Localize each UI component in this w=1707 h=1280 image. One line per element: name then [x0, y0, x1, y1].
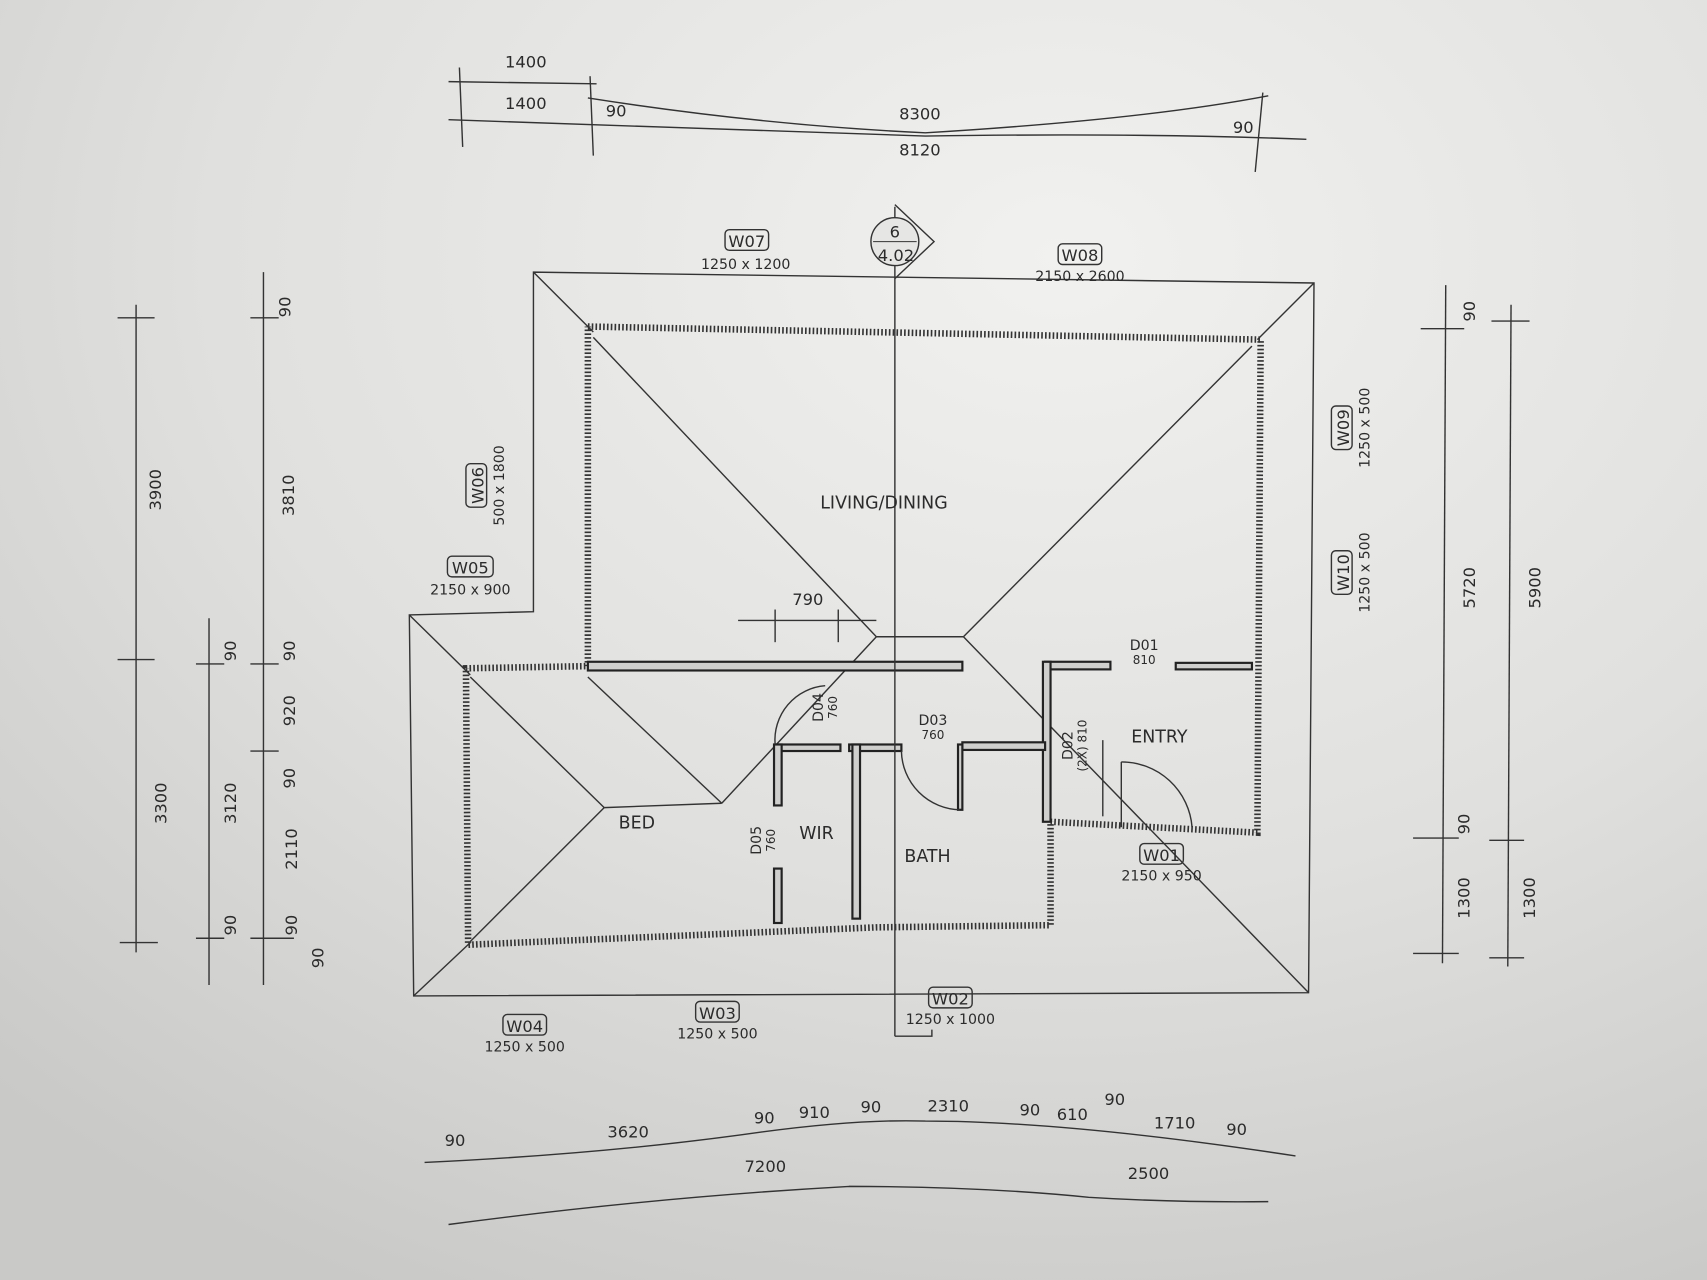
- dimension-label: 790: [792, 590, 823, 609]
- dimension-label: 90: [1019, 1101, 1040, 1120]
- door-size: 760: [764, 829, 778, 852]
- dimension-lines: [117, 67, 1530, 1226]
- svg-text:W02: W02: [932, 990, 969, 1009]
- svg-text:W03: W03: [699, 1004, 736, 1023]
- svg-text:W07: W07: [728, 232, 765, 251]
- svg-text:2150 x 900: 2150 x 900: [430, 582, 510, 598]
- dimension-label: 3300: [152, 783, 171, 825]
- window-tag-w06: W06 500 x 1800: [465, 445, 508, 526]
- svg-text:W08: W08: [1061, 246, 1098, 265]
- dimension-label: 3120: [221, 783, 240, 825]
- external-walls: [462, 323, 1264, 949]
- dimension-label: 1400: [505, 94, 547, 113]
- room-label-living: LIVING/DINING: [820, 493, 947, 513]
- dimension-label: 920: [280, 695, 299, 726]
- dimension-label: 1400: [505, 52, 547, 71]
- dimension-label: 90: [282, 915, 301, 936]
- door-tag: D01: [1130, 638, 1159, 654]
- dimension-label: 90: [1104, 1090, 1125, 1109]
- room-label-entry: ENTRY: [1131, 727, 1188, 747]
- door-tag: D04: [811, 693, 827, 722]
- dimension-label: 5900: [1525, 567, 1544, 609]
- window-tag-w04: W04 1250 x 500: [485, 1013, 565, 1055]
- dimension-label: 90: [221, 915, 240, 936]
- dimension-label: 8300: [899, 105, 941, 124]
- door-tag: D03: [919, 713, 948, 729]
- dimension-label: 90: [445, 1131, 466, 1150]
- room-label-wir: WIR: [799, 824, 833, 844]
- door-size: (2X) 810: [1075, 720, 1089, 772]
- dimension-label: 910: [799, 1103, 830, 1122]
- dimension-label: 1300: [1455, 877, 1474, 919]
- dimension-label: 1710: [1154, 1114, 1196, 1133]
- dimension-label: 90: [1226, 1120, 1247, 1139]
- door-tag: D05: [749, 826, 765, 855]
- window-tag-w07: W07 1250 x 1200: [701, 228, 790, 273]
- dimension-label: 5720: [1460, 567, 1479, 609]
- svg-text:2150 x 2600: 2150 x 2600: [1035, 269, 1124, 285]
- door-swings: [774, 685, 1193, 828]
- svg-text:W06: W06: [468, 467, 487, 504]
- section-line: [894, 204, 936, 1037]
- window-tag-w02: W02 1250 x 1000: [906, 986, 995, 1028]
- svg-text:1250 x 500: 1250 x 500: [1358, 532, 1374, 612]
- internal-walls: [586, 660, 1254, 925]
- dimension-label: 90: [606, 101, 627, 120]
- svg-text:W04: W04: [506, 1017, 543, 1036]
- dimension-label: 90: [1455, 814, 1474, 835]
- dimension-label: 90: [280, 768, 299, 789]
- window-tag-w08: W08 2150 x 2600: [1035, 243, 1125, 285]
- dimension-label: 90: [1460, 301, 1479, 322]
- dimension-label: 3620: [607, 1122, 649, 1141]
- dimension-label: 90: [308, 947, 327, 968]
- svg-text:W09: W09: [1334, 409, 1353, 446]
- door-size: 810: [1133, 653, 1156, 667]
- window-tag-w01: W01 2150 x 950: [1121, 842, 1202, 885]
- dimension-label: 1300: [1520, 877, 1539, 919]
- window-tag-w03: W03 1250 x 500: [677, 1000, 758, 1042]
- section-number: 6: [890, 222, 900, 241]
- svg-text:1250 x 500: 1250 x 500: [485, 1039, 565, 1055]
- window-tag-w05: W05 2150 x 900: [430, 555, 510, 598]
- dimension-label: 610: [1057, 1105, 1088, 1124]
- window-tag-w10: W10 1250 x 500: [1330, 532, 1374, 613]
- dimension-label: 2110: [282, 828, 301, 870]
- dimension-label: 7200: [745, 1157, 787, 1176]
- window-tag-w09: W09 1250 x 500: [1330, 388, 1374, 468]
- svg-text:W01: W01: [1143, 846, 1180, 865]
- dimension-label: 3900: [146, 469, 165, 511]
- svg-text:500 x 1800: 500 x 1800: [492, 445, 508, 525]
- dimension-label: 90: [861, 1097, 882, 1116]
- svg-text:2150 x 950: 2150 x 950: [1121, 869, 1201, 885]
- door-size: 760: [922, 728, 945, 742]
- dimension-label: 90: [276, 297, 295, 318]
- dimension-label: 2310: [927, 1096, 969, 1115]
- door-size: 760: [826, 696, 840, 719]
- dimension-label: 2500: [1128, 1164, 1170, 1183]
- svg-text:1250 x 1000: 1250 x 1000: [906, 1012, 995, 1028]
- section-marker: 6 4.02: [870, 216, 920, 267]
- svg-text:1250 x 500: 1250 x 500: [677, 1026, 757, 1042]
- door-tag: D02: [1060, 731, 1076, 760]
- dimension-label: 8120: [899, 141, 941, 160]
- dimension-label: 90: [221, 641, 240, 662]
- svg-text:W05: W05: [452, 559, 489, 578]
- svg-text:1250 x 500: 1250 x 500: [1358, 388, 1374, 468]
- dimension-label: 90: [280, 641, 299, 662]
- svg-text:1250 x 1200: 1250 x 1200: [701, 257, 790, 273]
- section-sheet: 4.02: [878, 246, 914, 265]
- dimension-label: 3810: [279, 474, 298, 516]
- room-label-bed: BED: [619, 813, 655, 833]
- roof-hip-lines: [408, 271, 1315, 997]
- dimension-label: 90: [1233, 118, 1254, 137]
- dimension-label: 90: [754, 1108, 775, 1127]
- room-label-bath: BATH: [904, 847, 950, 867]
- svg-text:W10: W10: [1334, 554, 1353, 591]
